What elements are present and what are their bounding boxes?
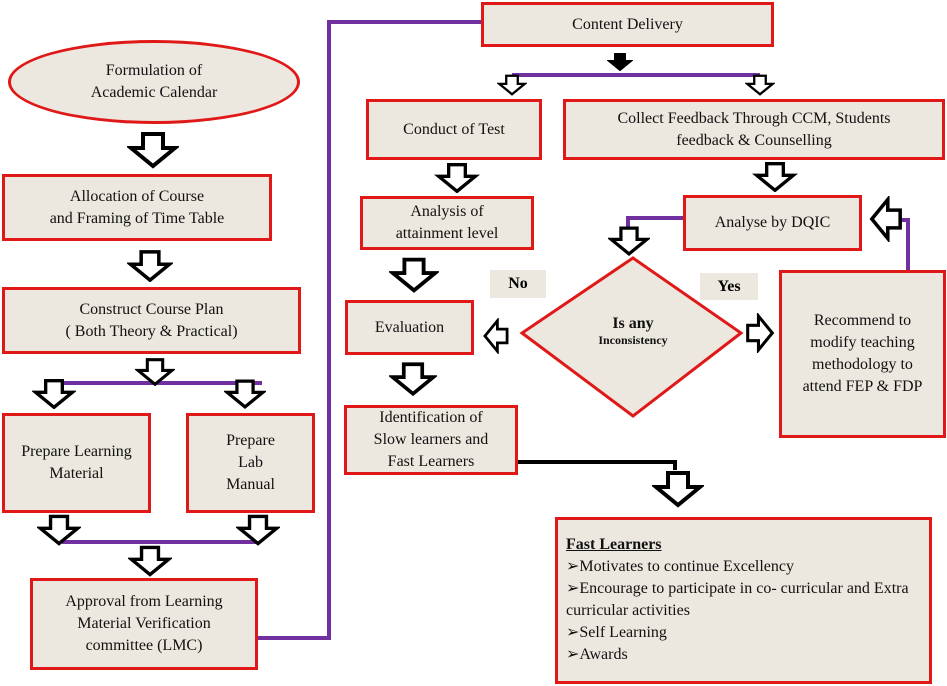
down-arrow-icon (128, 545, 172, 577)
analyse-by-dqic: Analyse by DQIC (683, 195, 862, 251)
down-arrow-icon (127, 132, 179, 169)
left-arrow-icon (483, 318, 509, 354)
down-arrow-icon (497, 74, 527, 96)
left-arrow-icon (869, 196, 902, 242)
fast-learners-item: Awards (566, 644, 921, 666)
down-arrow-icon (389, 362, 437, 397)
down-arrow-icon (652, 471, 704, 508)
identification-slow-fast-learners: Identification of Slow learners and Fast… (344, 405, 518, 475)
down-arrow-icon (608, 226, 650, 257)
right-arrow-icon (746, 313, 775, 353)
down-arrow-icon (224, 379, 266, 409)
connector-lmc-to-content-delivery (258, 20, 482, 640)
conduct-of-test: Conduct of Test (366, 99, 542, 160)
decision-label: Is any Inconsistency (560, 315, 706, 348)
analysis-attainment-level: Analysis of attainment level (360, 196, 534, 250)
down-arrow-icon (607, 53, 633, 72)
content-delivery: Content Delivery (481, 2, 774, 47)
decision-diamond (519, 256, 744, 418)
down-arrow-icon (745, 74, 775, 96)
down-arrow-icon (433, 163, 481, 193)
allocation-course-timetable: Allocation of Course and Framing of Time… (2, 174, 272, 241)
down-arrow-icon (37, 514, 81, 546)
yes-label: Yes (700, 273, 758, 300)
evaluation: Evaluation (345, 300, 474, 355)
down-arrow-icon (135, 358, 175, 386)
decision-line-2: Inconsistency (598, 333, 668, 347)
down-arrow-icon (752, 162, 798, 192)
prepare-lab-manual: Prepare Lab Manual (186, 413, 315, 513)
down-arrow-icon (32, 379, 76, 409)
fast-learners-title: Fast Learners (566, 536, 662, 553)
collect-feedback: Collect Feedback Through CCM, Students f… (563, 99, 945, 160)
approval-lmc: Approval from Learning Material Verifica… (30, 578, 258, 670)
fast-learners-item: Motivates to continue Excellency (566, 556, 921, 578)
decision-line-1: Is any (612, 315, 654, 332)
connector-recommend-to-dqic (900, 218, 910, 270)
no-label: No (490, 270, 546, 298)
connector-identification-to-fast-learners (517, 460, 677, 470)
fast-learners-box: Fast Learners Motivates to continue Exce… (555, 517, 932, 684)
fast-learners-item: Encourage to participate in co- curricul… (566, 578, 921, 622)
recommend-fep-fdp: Recommend to modify teaching methodology… (779, 270, 946, 438)
formulation-academic-calendar: Formulation of Academic Calendar (8, 40, 300, 124)
down-arrow-icon (127, 250, 173, 282)
down-arrow-icon (389, 257, 439, 293)
fast-learners-item: Self Learning (566, 622, 921, 644)
down-arrow-icon (236, 514, 280, 546)
construct-course-plan: Construct Course Plan ( Both Theory & Pr… (2, 287, 301, 354)
prepare-learning-material: Prepare Learning Material (2, 413, 151, 513)
